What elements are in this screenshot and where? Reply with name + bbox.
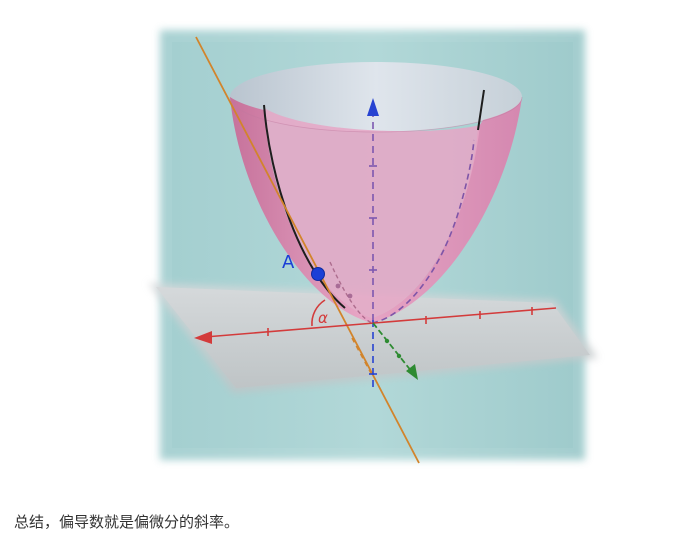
tangent-line [195, 36, 420, 464]
figure-3d-paraboloid: α A [148, 30, 598, 464]
figure-canvas: α A [148, 30, 598, 464]
red-arrow-icon [194, 331, 212, 344]
y-axis [372, 322, 418, 380]
angle-marker: α [311, 299, 328, 327]
blue-arrow-icon [367, 98, 379, 116]
point-a-label: A [282, 252, 295, 273]
point-a: A [282, 252, 353, 299]
green-arrow-icon [406, 364, 418, 380]
caption-text: 总结，偏导数就是偏微分的斜率。 [14, 513, 240, 531]
z-axis [367, 98, 379, 392]
angle-label: α [318, 309, 328, 327]
paraboloid-surface [229, 62, 523, 324]
x-axis [194, 307, 557, 344]
